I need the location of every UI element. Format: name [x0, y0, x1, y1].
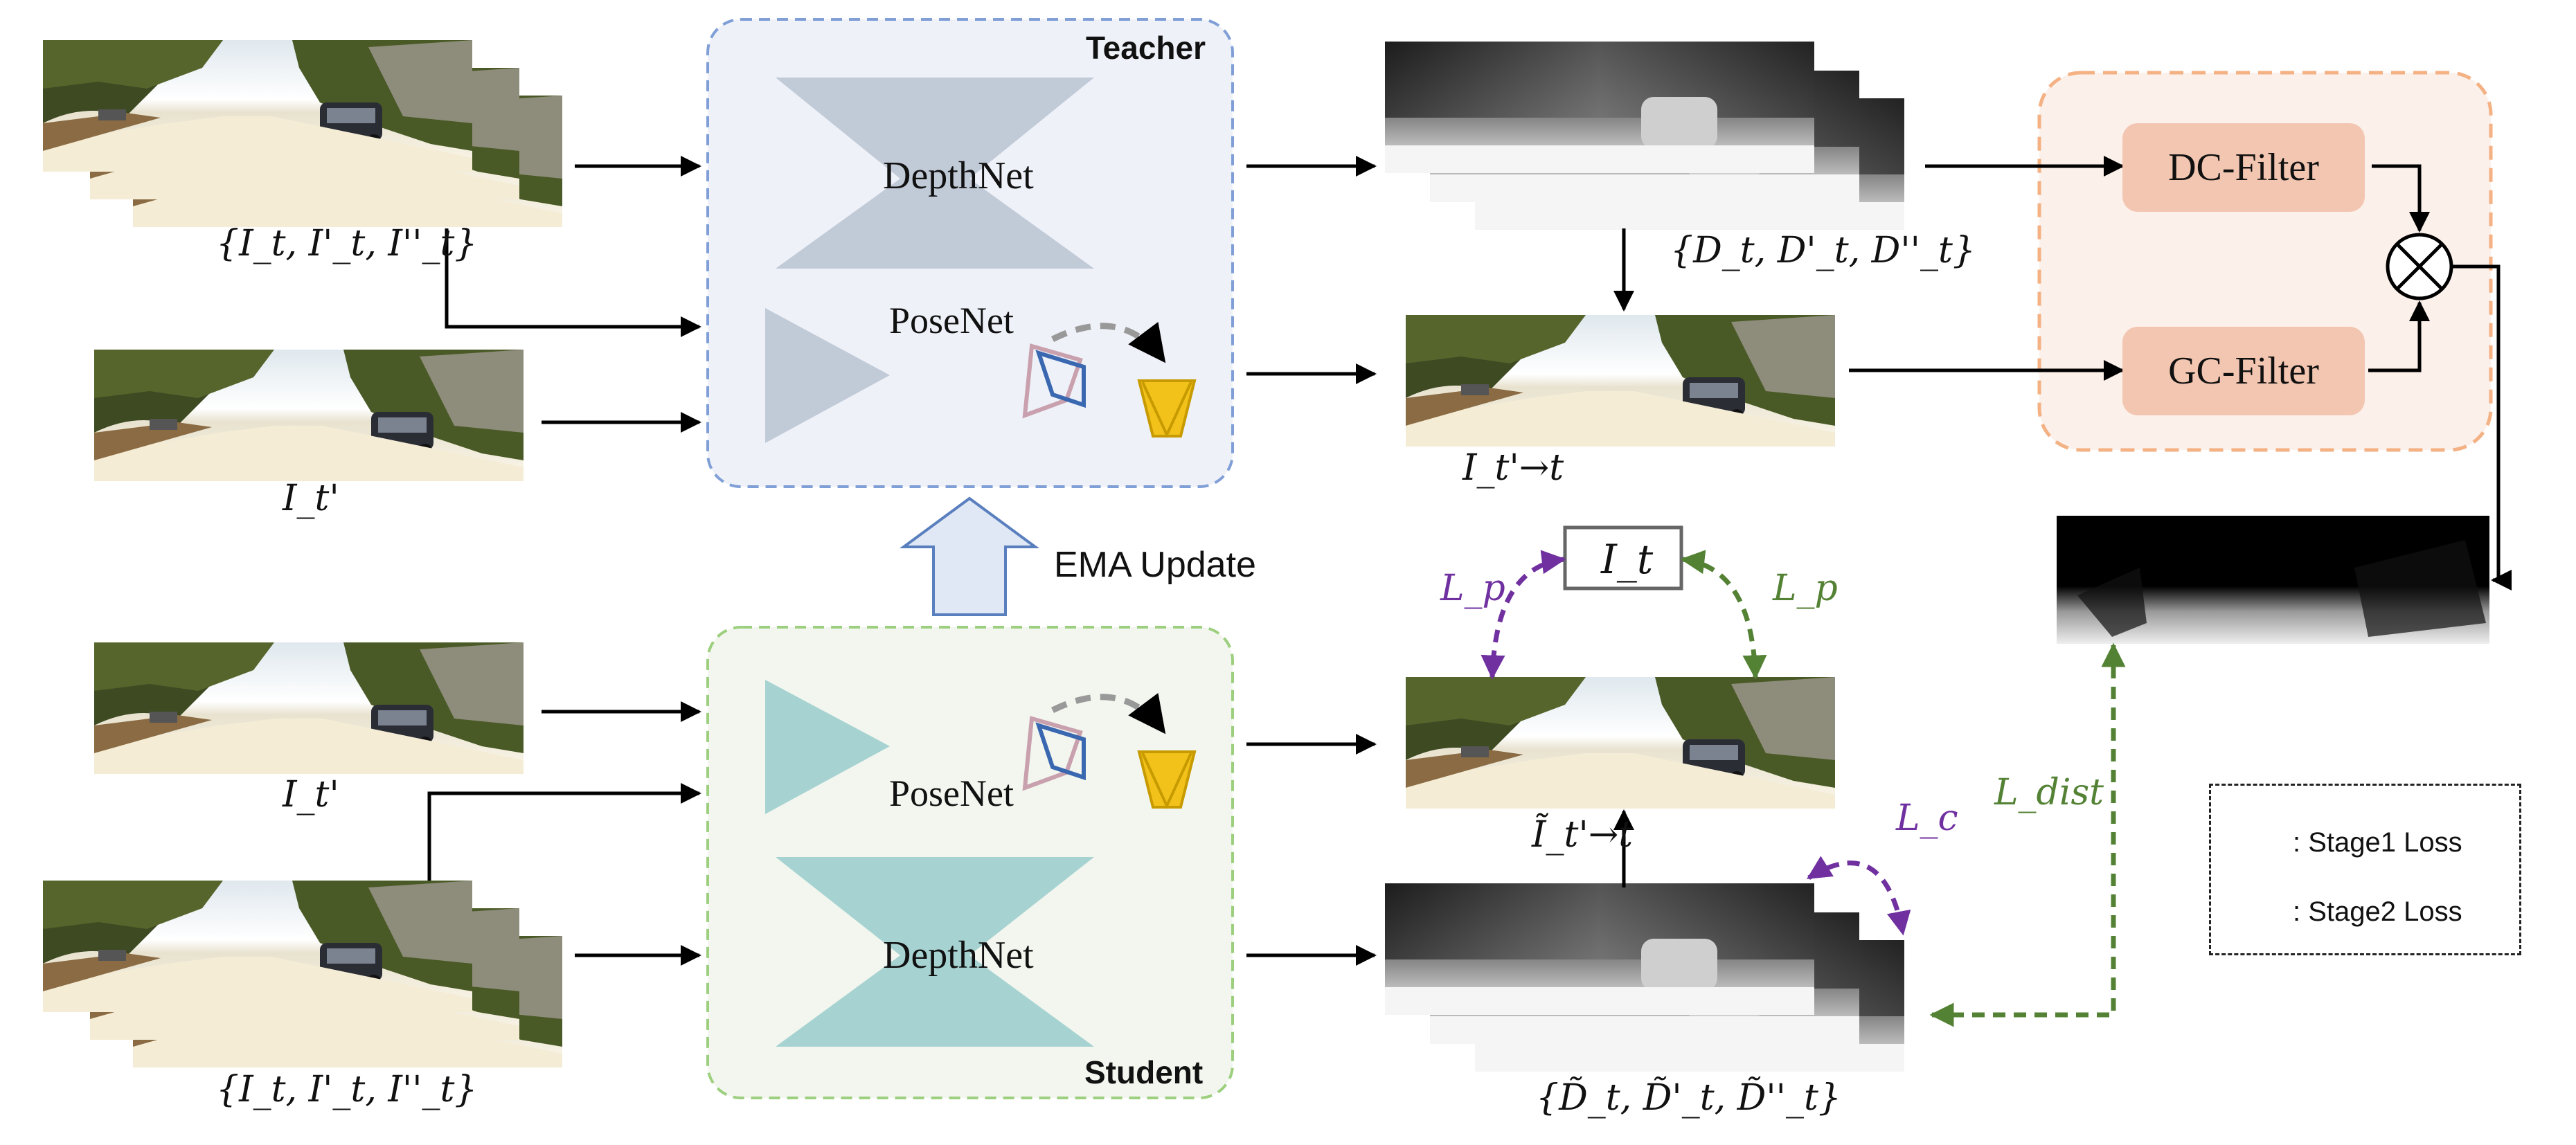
lp-right-label: L_p [1773, 568, 1838, 609]
student-posenet-label: PoseNet [889, 773, 1014, 814]
student-warp-label: Ĩ_t'→t [1532, 814, 1634, 856]
legend-stage2-label: : Stage2 Loss [2293, 896, 2462, 927]
lp-left-arrow [1481, 550, 1566, 680]
student-seq-label: {I_t, I'_t, I''_t} [216, 1069, 478, 1110]
teacher-pose-icon [1022, 321, 1197, 438]
lc-label: L_c [1896, 797, 1958, 839]
multiply-cross [2396, 243, 2443, 290]
student-depthnet-label: DepthNet [883, 934, 1034, 977]
teacher-depth-label: {D_t, D'_t, D''_t} [1670, 230, 1976, 271]
teacher-depthnet-shape [776, 78, 1094, 269]
student-pose-icon [1022, 692, 1197, 809]
student-depthnet-shape [776, 857, 1094, 1047]
student-input-stack [43, 881, 562, 1067]
teacher-title: Teacher [1086, 30, 1206, 66]
teacher-warped-image [1406, 315, 1835, 447]
student-warped-image [1406, 677, 1835, 809]
ldist-arrow [1929, 642, 2126, 1027]
ldist-label: L_dist [1994, 772, 2104, 813]
teacher-src-label: I_t' [283, 478, 339, 519]
teacher-posenet-shape [765, 308, 890, 443]
student-title: Student [1084, 1054, 1204, 1090]
student-src-image [94, 642, 524, 774]
student-src-label: I_t' [283, 774, 339, 815]
lp-right-arrow [1680, 550, 1767, 680]
student-posenet-shape [765, 680, 890, 814]
teacher-depth-stack [1385, 42, 1904, 230]
teacher-depthnet-label: DepthNet [883, 154, 1034, 197]
teacher-input-stack [43, 40, 562, 227]
ema-label: EMA Update [1054, 545, 1256, 585]
lp-left-label: L_p [1440, 568, 1505, 609]
gc-filter: GC-Filter [2122, 327, 2365, 415]
ema-arrow [899, 496, 1040, 616]
legend-box: : Stage1 Loss : Stage2 Loss [2209, 784, 2521, 955]
student-depth-label: {D̃_t, D̃'_t, D̃''_t} [1536, 1077, 1841, 1119]
target-box [1563, 525, 1683, 590]
dc-filter: DC-Filter [2122, 123, 2365, 212]
lc-arrow [1807, 856, 1911, 936]
teacher-warp-label: I_t'→t [1463, 447, 1564, 489]
student-depth-stack [1385, 883, 1904, 1072]
teacher-src-image [94, 350, 524, 481]
target-label: I_t [1601, 536, 1654, 583]
teacher-posenet-label: PoseNet [889, 300, 1014, 341]
legend-stage1-label: : Stage1 Loss [2293, 827, 2462, 858]
flow-arrows [427, 156, 2512, 966]
teacher-seq-label: {I_t, I'_t, I''_t} [216, 223, 478, 264]
